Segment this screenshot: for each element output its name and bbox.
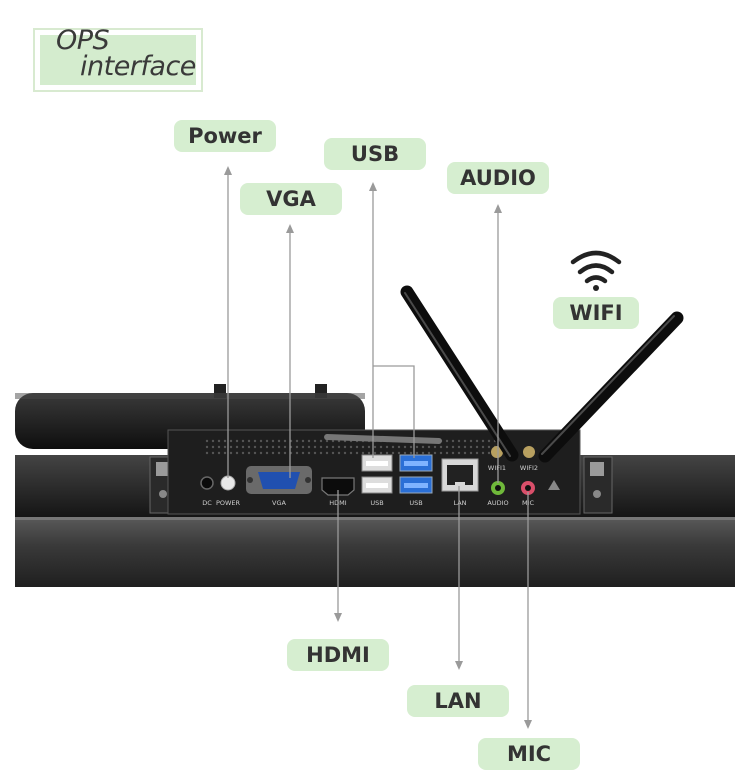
title-line-2: interface	[80, 51, 196, 82]
wifi-antenna-2	[538, 311, 684, 463]
panel-label-wifi1: WIFI1	[488, 464, 506, 472]
leader-lines	[224, 166, 532, 729]
wifi-antenna-connectors	[491, 446, 560, 490]
ops-module	[167, 429, 581, 515]
callout-mic: MIC	[478, 738, 580, 770]
lan-port	[441, 458, 479, 492]
wifi-icon	[570, 250, 622, 291]
wifi-antenna-1	[400, 285, 519, 462]
title-line-1: OPS	[56, 25, 110, 56]
panel-label-power: POWER	[216, 499, 241, 507]
callout-power: Power	[174, 120, 276, 152]
usb3-ports-right	[399, 454, 433, 494]
mic-jack	[521, 481, 535, 495]
title-background: OPS interface	[40, 25, 196, 85]
panel-label-usb-left: USB	[370, 499, 383, 507]
panel-label-lan: LAN	[453, 499, 466, 507]
callout-usb: USB	[324, 138, 426, 170]
vga-port	[246, 466, 312, 494]
panel-label-vga: VGA	[272, 499, 286, 507]
callout-hdmi: HDMI	[287, 639, 389, 671]
callout-lan: LAN	[407, 685, 509, 717]
audio-jack	[491, 481, 505, 495]
panel-label-dc: DC	[202, 499, 212, 507]
usb-ports-left	[361, 454, 393, 494]
title-box: OPS interface	[33, 25, 203, 92]
power-button	[220, 475, 236, 491]
panel-label-audio: AUDIO	[487, 499, 508, 507]
bottom-shelf	[15, 517, 735, 587]
shelf-edge	[15, 517, 735, 520]
panel-label-usb-right: USB	[409, 499, 422, 507]
callout-audio: AUDIO	[447, 162, 549, 194]
panel-label-wifi2: WIFI2	[520, 464, 538, 472]
dc-jack	[200, 476, 214, 490]
callout-vga: VGA	[240, 183, 342, 215]
hdmi-port	[321, 477, 355, 496]
callout-wifi: WIFI	[553, 297, 639, 329]
